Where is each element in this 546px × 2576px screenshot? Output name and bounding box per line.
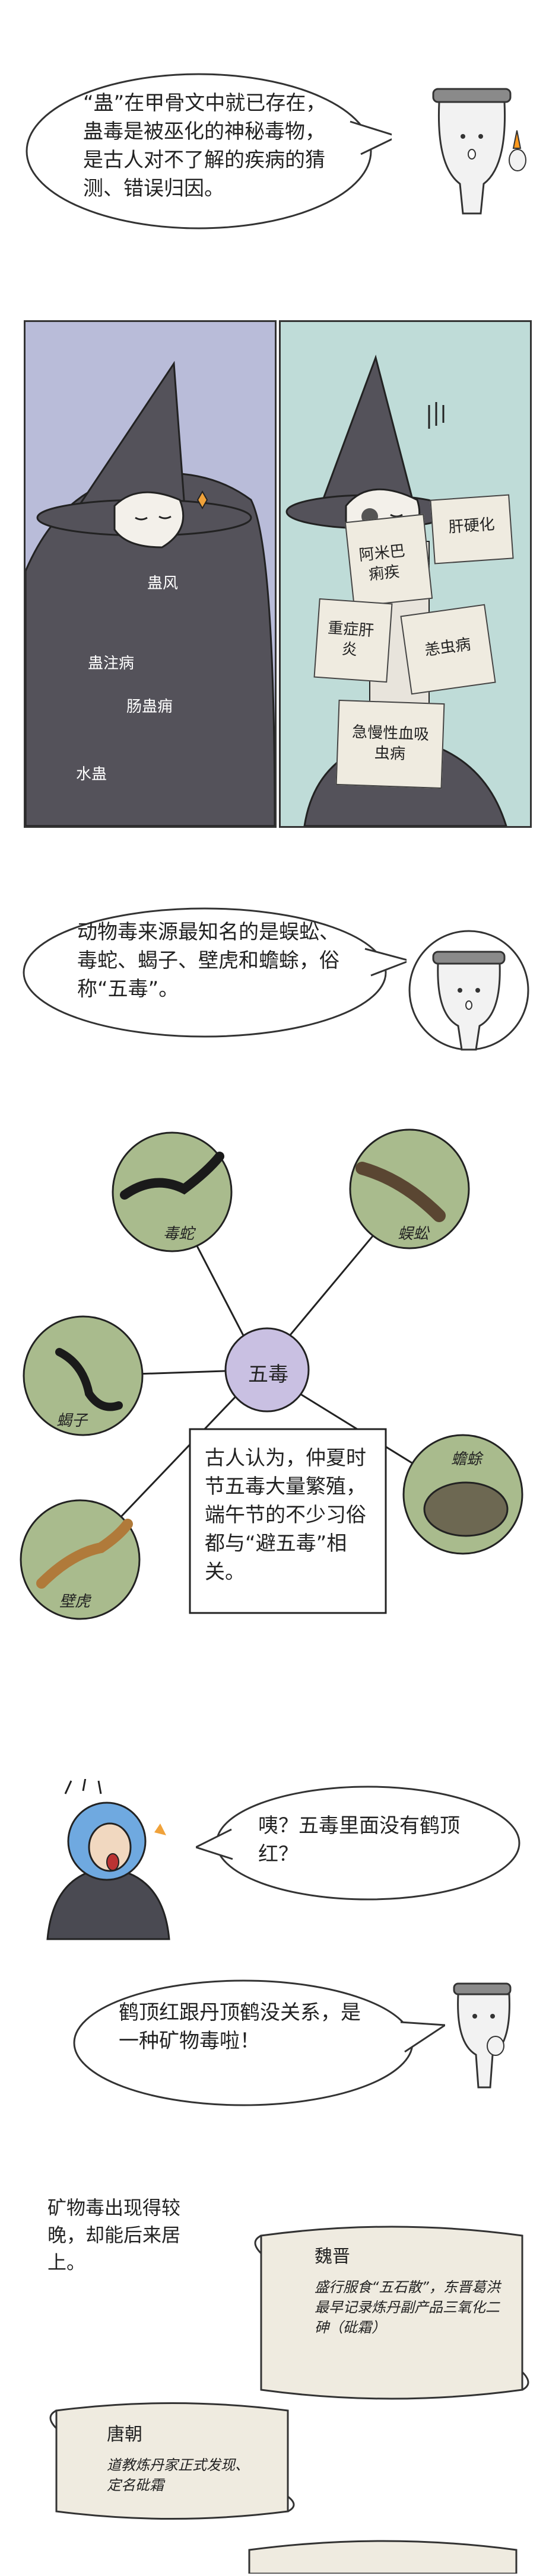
label-shui-gu: 水蛊 [76, 766, 107, 783]
bubble-3-text: 咦？五毒里面没有鹤顶红？ [258, 1814, 460, 1866]
note-schistosomiasis-text: 急慢性血吸虫病 [351, 723, 430, 763]
scroll-tang-body: 道教炼丹家正式发现、定名砒霜 [107, 2457, 249, 2494]
surprised-character [42, 1777, 178, 1945]
note-amoebic-dysentery: 阿米巴痢疾 [344, 514, 433, 607]
note-schistosomiasis: 急慢性血吸虫病 [335, 699, 445, 789]
speech-bubble-3: 咦？五毒里面没有鹤顶红？ [196, 1779, 528, 1909]
animal-label-toad: 蟾蜍 [451, 1450, 482, 1468]
note-amoebic-dysentery-text: 阿米巴痢疾 [358, 542, 407, 584]
bubble-2-text: 动物毒来源最知名的是蜈蚣、毒蛇、蝎子、壁虎和蟾蜍，俗称“五毒”。 [77, 920, 339, 1001]
witch-panel-right: 肝硬化 阿米巴痢疾 重症肝炎 恙虫病 急慢性血吸虫病 [279, 320, 532, 828]
narrator-character-2 [404, 925, 534, 1056]
scroll-wei-jin-title: 魏晋 [315, 2246, 350, 2267]
label-gu-feng: 蛊风 [147, 575, 179, 592]
five-poisons-diagram: 五毒 毒蛇 蜈蚣 蝎子 蟾蜍 壁虎 古人认为，仲夏时节五毒大量繁殖，端午节的不少… [0, 1115, 546, 1767]
speech-bubble-1: “蛊”在甲骨文中就已存在，蛊毒是被巫化的神秘毒物，是古人对不了解的疾病的猜测、错… [18, 65, 392, 237]
scroll-tang: 唐朝 道教炼丹家正式发现、定名砒霜 [45, 2396, 300, 2526]
mineral-intro-text: 矿物毒出现得较晚，却能后来居上。 [47, 2196, 181, 2274]
label-chang-gu-yong: 肠蛊痈 [126, 698, 173, 716]
note-gan-ying-hua: 肝硬化 [430, 494, 514, 565]
note-scrub-typhus: 恙虫病 [400, 604, 496, 695]
narrator-character-3 [445, 1978, 522, 2096]
scroll-tang-title: 唐朝 [107, 2424, 142, 2445]
note-scrub-typhus-text: 恙虫病 [423, 635, 472, 660]
narrator-character [415, 77, 534, 231]
scroll-bottom-partial [237, 2532, 528, 2575]
five-poisons-note: 古人认为，仲夏时节五毒大量繁殖，端午节的不少习俗都与“避五毒”相关。 [205, 1446, 366, 1584]
note-gan-ying-hua-text: 肝硬化 [447, 515, 496, 537]
note-severe-hepatitis-text: 重症肝炎 [327, 619, 375, 659]
animal-label-gecko: 壁虎 [59, 1593, 91, 1611]
witch-panel-left: 蛊风 蛊注病 肠蛊痈 水蛊 [24, 320, 277, 828]
animal-label-scorpion: 蝎子 [56, 1412, 88, 1430]
scroll-wei-jin: 魏晋 盛行服食“五石散”，东晋葛洪最早记录炼丹副产品三氧化二砷（砒霜） [249, 2218, 534, 2408]
animal-label-centipede: 蜈蚣 [398, 1225, 429, 1243]
label-gu-zhu-bing: 蛊注病 [88, 655, 135, 672]
speech-bubble-4: 鹤顶红跟丹顶鹤没关系，是一种矿物毒啦！ [65, 1972, 445, 2114]
center-label: 五毒 [248, 1363, 288, 1386]
bubble-4-text: 鹤顶红跟丹顶鹤没关系，是一种矿物毒啦！ [119, 2001, 361, 2053]
animal-label-snake: 毒蛇 [163, 1225, 195, 1243]
scroll-wei-jin-body: 盛行服食“五石散”，东晋葛洪最早记录炼丹副产品三氧化二砷（砒霜） [315, 2279, 500, 2336]
speech-bubble-2: 动物毒来源最知名的是蜈蚣、毒蛇、蝎子、壁虎和蟾蜍，俗称“五毒”。 [15, 901, 407, 1044]
note-severe-hepatitis: 重症肝炎 [313, 598, 393, 683]
bubble-1-text: “蛊”在甲骨文中就已存在，蛊毒是被巫化的神秘毒物，是古人对不了解的疾病的猜测、错… [83, 91, 326, 200]
